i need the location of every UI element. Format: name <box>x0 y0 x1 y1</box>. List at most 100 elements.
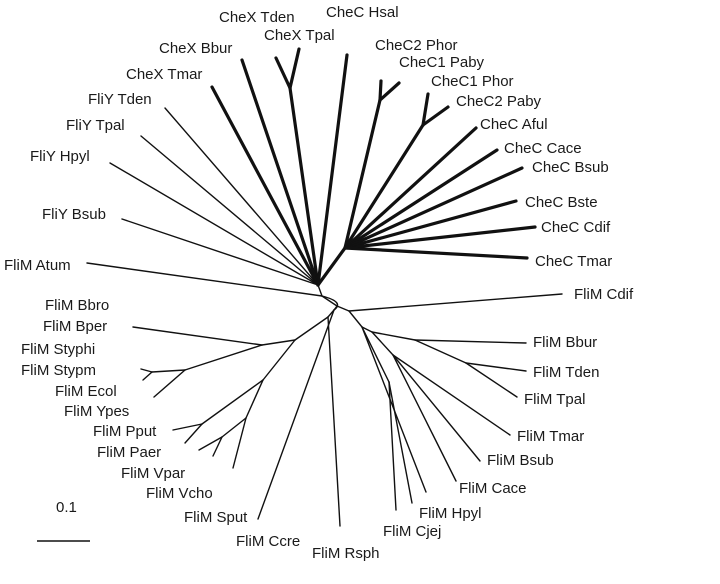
taxon-label-chex-tmar: CheX Tmar <box>126 66 202 83</box>
branch-flim-cace <box>392 354 457 482</box>
branch-chex-tpal <box>288 47 301 90</box>
branch-chec-bste <box>343 199 518 250</box>
branch-flim-vpar <box>198 436 223 451</box>
taxon-label-flim-sput: FliM Sput <box>184 509 248 526</box>
branch-flim-hpyl-side <box>388 381 413 504</box>
branch-chec-aful <box>343 126 478 250</box>
taxon-label-flim-paer: FliM Paer <box>97 444 161 461</box>
branch-flim-rsph <box>327 316 341 527</box>
taxon-label-flim-cdif: FliM Cdif <box>574 286 634 303</box>
taxon-label-flim-vpar: FliM Vpar <box>121 465 185 482</box>
taxon-label-chec1-phor: CheC1 Phor <box>431 73 514 90</box>
branch-fliy-bsub <box>121 218 319 286</box>
taxon-label-flim-pput: FliM Pput <box>93 423 157 440</box>
tree-branches <box>86 47 563 527</box>
branch-flim-tpal <box>465 362 518 398</box>
branch-chec-cace <box>343 148 499 250</box>
taxon-label-flim-bsub: FliM Bsub <box>487 452 554 469</box>
taxon-label-flim-cjej: FliM Cjej <box>383 523 441 540</box>
branch-fliy-tden <box>164 107 319 286</box>
taxon-label-flim-bbro: FliM Bbro <box>45 297 109 314</box>
branch-chec-core <box>316 246 347 287</box>
scale-bar-label: 0.1 <box>56 499 77 516</box>
branch-chec-cdif <box>343 225 537 250</box>
branch-chec-bsub <box>343 166 524 250</box>
branch-flim-ccre <box>257 309 335 520</box>
taxon-label-flim-atum: FliM Atum <box>4 257 71 274</box>
branch-flim-tmar <box>392 354 511 436</box>
branch-flim-sal-stem <box>151 369 186 373</box>
branch-flim-ecol <box>153 369 186 398</box>
taxon-label-chec-bsub: CheC Bsub <box>532 159 609 176</box>
taxon-label-chex-tpal: CheX Tpal <box>264 27 335 44</box>
taxon-label-chec2-paby: CheC2 Paby <box>456 93 542 110</box>
taxon-label-flim-tmar: FliM Tmar <box>517 428 584 445</box>
branch-chec2-phor <box>378 79 383 102</box>
branch-flim-vcho <box>212 436 223 457</box>
taxon-label-fliy-hpyl: FliY Hpyl <box>30 148 90 165</box>
taxon-label-chec1-paby: CheC1 Paby <box>399 54 485 71</box>
branch-flim-tre-stem <box>414 339 467 364</box>
branch-flim-atum <box>86 262 323 297</box>
branch-backbone-2 <box>321 295 338 307</box>
branch-chex-tden-tpal-stem <box>288 86 320 287</box>
taxon-label-flim-cace: FliM Cace <box>459 480 527 497</box>
taxon-labels: CheX Tden CheX Tpal CheX Bbur CheX Tmar … <box>4 4 634 562</box>
branch-flim-bsub <box>392 354 481 462</box>
branch-chec2-paby <box>421 105 450 127</box>
taxon-label-flim-bper: FliM Bper <box>43 318 107 335</box>
taxon-label-chec-bste: CheC Bste <box>525 194 598 211</box>
taxon-label-flim-ccre: FliM Ccre <box>236 533 300 550</box>
branch-backbone-3 <box>336 305 350 312</box>
branch-chec-tmar <box>343 246 529 260</box>
branch-fliy-tpal <box>140 135 319 286</box>
branch-flim-gamma-stem <box>261 339 296 346</box>
taxon-label-chec-cdif: CheC Cdif <box>541 219 611 236</box>
branch-backbone-1 <box>317 284 323 297</box>
branch-flim-sput <box>232 417 247 469</box>
branch-flim-spiro-stem <box>371 331 416 341</box>
branch-flim-styphi <box>140 368 153 373</box>
taxon-label-chex-bbur: CheX Bbur <box>159 40 232 57</box>
taxon-label-chec-hsal: CheC Hsal <box>326 4 399 21</box>
taxon-label-chex-tden: CheX Tden <box>219 9 295 26</box>
taxon-label-fliy-tden: FliY Tden <box>88 91 152 108</box>
branch-chex-bbur <box>240 58 320 287</box>
branch-chec-phor-paby-stem1 <box>343 98 382 250</box>
branch-flim-pput <box>172 423 203 431</box>
branch-chec-phor-paby-stem2 <box>343 123 425 250</box>
branch-flim-left-stem <box>294 316 329 341</box>
branch-flim-entero-stem <box>184 344 263 371</box>
taxon-label-flim-vcho: FliM Vcho <box>146 485 213 502</box>
taxon-label-flim-hpyl: FliM Hpyl <box>419 505 482 522</box>
taxon-label-flim-bbur: FliM Bbur <box>533 334 597 351</box>
branch-flim-stypm <box>142 371 153 381</box>
branch-flim-vibrio-stem2 <box>221 417 247 438</box>
branch-chec1-paby <box>378 81 401 102</box>
branch-flim-right-stem <box>361 326 373 333</box>
branch-chex-tmar <box>210 85 320 287</box>
branch-fliy-hpyl <box>109 162 319 286</box>
branch-flim-right-stem2 <box>371 331 394 356</box>
taxon-label-chec-aful: CheC Aful <box>480 116 548 133</box>
scale-bar: 0.1 <box>37 499 90 542</box>
branch-flim-cjej-stem <box>361 326 390 383</box>
taxon-label-flim-styphi: FliM Styphi <box>21 341 95 358</box>
taxon-label-fliy-bsub: FliY Bsub <box>42 206 106 223</box>
branch-flim-bbur <box>414 339 527 344</box>
taxon-label-fliy-tpal: FliY Tpal <box>66 117 125 134</box>
branch-flim-bper <box>132 326 263 346</box>
taxon-label-flim-tpal: FliM Tpal <box>524 391 585 408</box>
taxon-label-flim-ecol: FliM Ecol <box>55 383 117 400</box>
taxon-label-flim-stypm: FliM Stypm <box>21 362 96 379</box>
taxon-label-flim-ypes: FliM Ypes <box>64 403 129 420</box>
branch-center-curve <box>321 295 339 311</box>
taxon-label-chec-tmar: CheC Tmar <box>535 253 612 270</box>
taxon-label-chec-cace: CheC Cace <box>504 140 582 157</box>
branch-flim-cjej <box>388 381 397 511</box>
branch-flim-pseudo-stem <box>262 339 296 381</box>
branch-chec1-phor <box>421 92 430 127</box>
branch-flim-tden <box>465 362 527 372</box>
taxon-label-flim-rsph: FliM Rsph <box>312 545 380 562</box>
